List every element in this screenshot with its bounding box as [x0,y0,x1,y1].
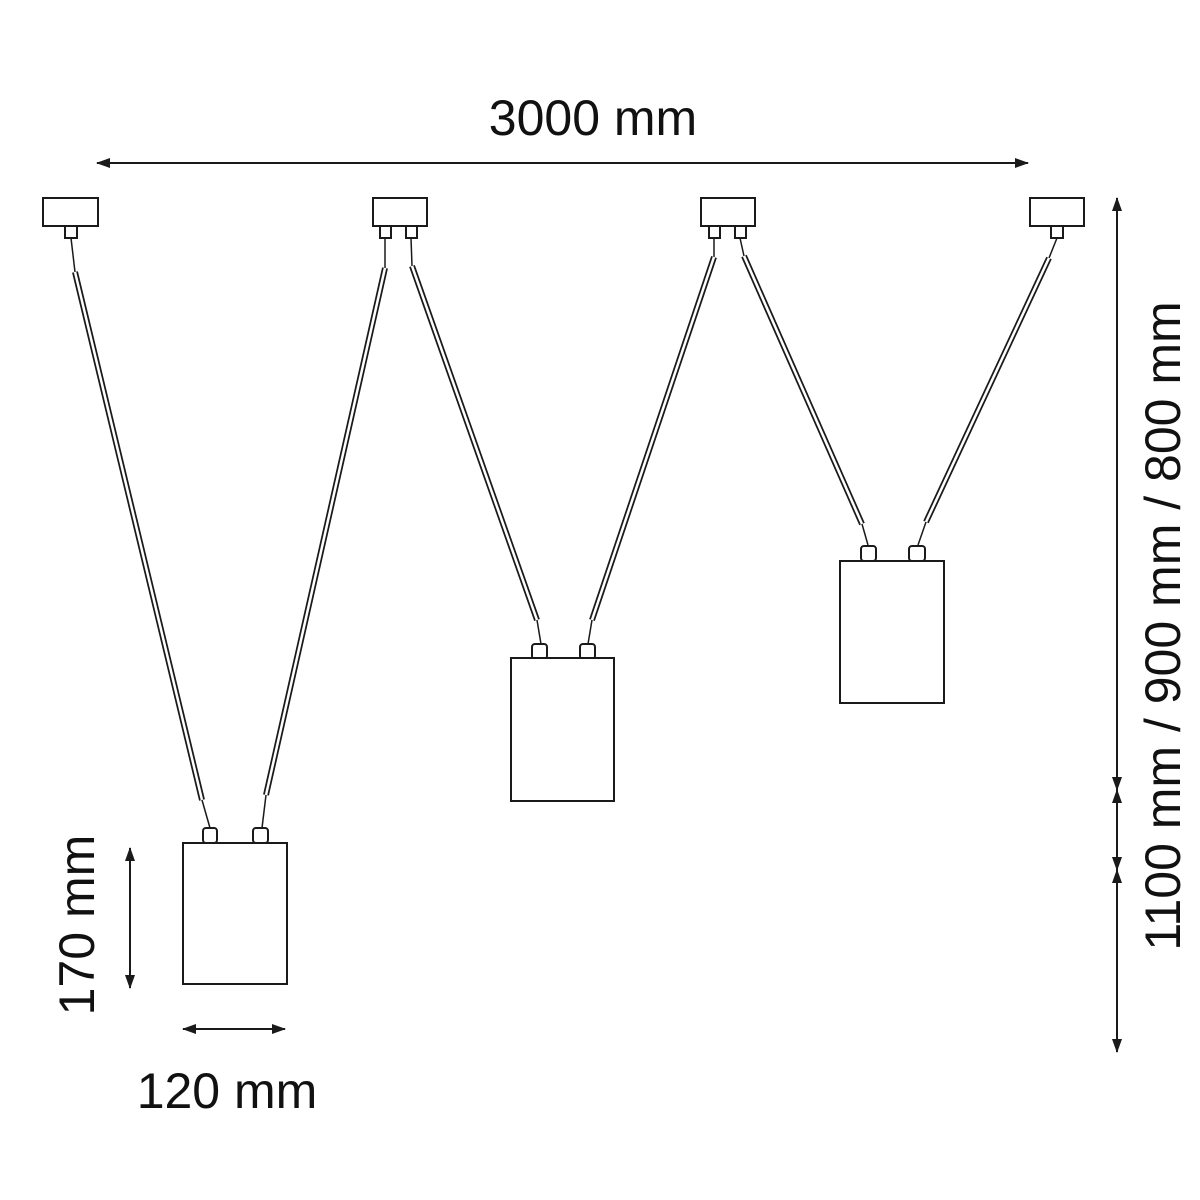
lamp-width-dimension: 120 mm [137,1024,318,1119]
ceiling-mount-1 [42,197,99,239]
lamp-height-label: 170 mm [49,835,105,1016]
cable-lamp1-left [70,237,211,829]
width-dimension: 3000 mm [96,90,1029,168]
cable-lamp3-left [739,237,869,546]
drop-height-dimension: 1100 mm / 900 mm / 800 mm [1112,197,1191,1053]
suspension-cables [70,237,1058,829]
cable-lamp3-right [917,237,1058,546]
lamp-height-dimension: 170 mm [49,835,135,1016]
pendant-lamp-2 [510,643,615,802]
ceiling-mounts [42,197,1085,239]
lamp-width-label: 120 mm [137,1063,318,1119]
cable-lamp2-left [409,237,542,645]
ceiling-mount-2 [372,197,428,239]
pendant-lamp-1 [182,827,288,985]
pendant-lamp-3 [839,545,945,704]
ceiling-mount-3 [700,197,756,239]
cable-lamp2-right [587,238,717,645]
ceiling-mount-4 [1029,197,1085,239]
cable-lamp1-right [261,238,388,829]
width-dimension-label: 3000 mm [489,90,697,146]
drop-height-label: 1100 mm / 900 mm / 800 mm [1135,301,1191,950]
